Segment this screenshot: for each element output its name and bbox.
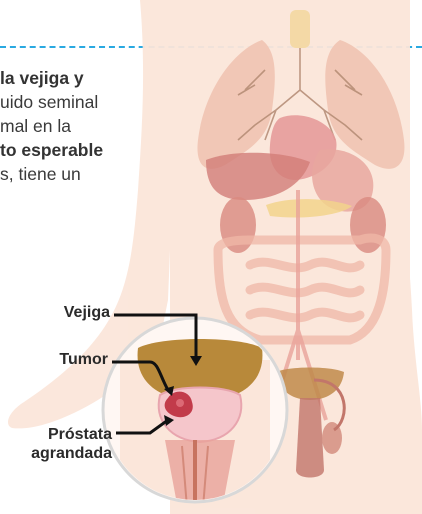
label-tumor: Tumor [46, 350, 108, 369]
label-prostata-line1: Próstata [8, 425, 112, 444]
label-prostata: Próstata agrandada [8, 425, 112, 463]
label-vejiga: Vejiga [48, 303, 110, 322]
label-prostata-line2: agrandada [8, 444, 112, 463]
